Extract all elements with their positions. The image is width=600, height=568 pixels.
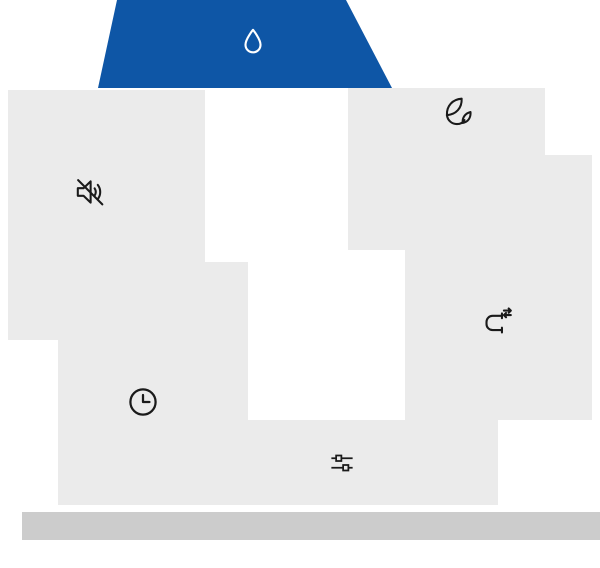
bottom-bar <box>22 512 600 540</box>
sliders-icon <box>327 448 357 478</box>
tile-water-hose[interactable] <box>405 155 592 420</box>
water-drop-icon <box>236 25 270 59</box>
water-hose-swap-icon <box>479 304 515 340</box>
eco-leaf-icon <box>439 93 477 131</box>
header-banner <box>98 0 392 88</box>
volume-mute-icon <box>71 173 109 211</box>
clock-icon <box>125 384 161 420</box>
tile-settings[interactable] <box>205 420 498 505</box>
